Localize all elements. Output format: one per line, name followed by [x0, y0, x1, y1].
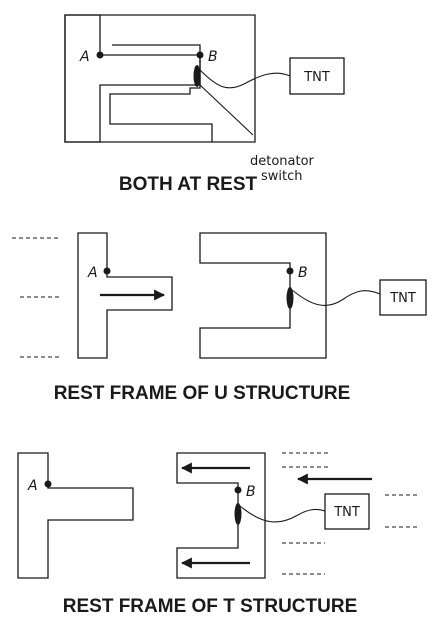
- point-b-label: B: [246, 484, 256, 500]
- point-a-dot: [103, 267, 111, 275]
- point-a-label: A: [79, 49, 90, 65]
- tnt-label: TNT: [333, 505, 360, 520]
- panel-both-at-rest: A B TNT detonator switch BOTH AT REST: [64, 14, 345, 195]
- point-b-label: B: [208, 49, 218, 65]
- u-inner-slot: [109, 44, 213, 142]
- detonator-wire: [199, 69, 291, 89]
- tnt-box: [324, 493, 370, 530]
- annotation-line-1: detonator: [250, 154, 315, 169]
- detonator-wire: [291, 289, 381, 306]
- t-structure: [17, 452, 134, 579]
- tnt-label: TNT: [389, 291, 416, 306]
- point-a-label: A: [27, 478, 38, 494]
- panel-rest-frame-t: A B TNT REST FRAME OF T STRUCTURE: [17, 452, 420, 617]
- point-b-dot: [286, 267, 294, 275]
- tnt-box: [379, 279, 427, 316]
- tnt-box: [289, 57, 345, 95]
- annotation-line-2: switch: [261, 169, 303, 184]
- detonator-wire: [239, 505, 326, 523]
- caption-rest-frame-u: REST FRAME OF U STRUCTURE: [54, 383, 351, 404]
- annotation-leader: [199, 84, 254, 136]
- u-structure: [199, 232, 327, 359]
- detonator-switch: [234, 503, 242, 525]
- point-a-label: A: [87, 265, 98, 281]
- detonator-switch: [193, 65, 201, 87]
- caption-rest-frame-t: REST FRAME OF T STRUCTURE: [63, 596, 358, 617]
- u-structure: [176, 452, 266, 579]
- panel-rest-frame-u: A B TNT REST FRAME OF U STRUCTURE: [12, 232, 427, 404]
- point-b-label: B: [298, 265, 308, 281]
- point-a-dot: [44, 480, 52, 488]
- tnt-label: TNT: [303, 70, 330, 85]
- t-structure: [77, 232, 173, 359]
- caption-both-at-rest: BOTH AT REST: [119, 174, 258, 195]
- point-a-dot: [96, 51, 104, 59]
- t-structure: [64, 14, 201, 143]
- detonator-switch: [286, 287, 294, 309]
- point-b-dot: [234, 486, 242, 494]
- u-structure: [64, 14, 256, 143]
- point-b-dot: [196, 51, 204, 59]
